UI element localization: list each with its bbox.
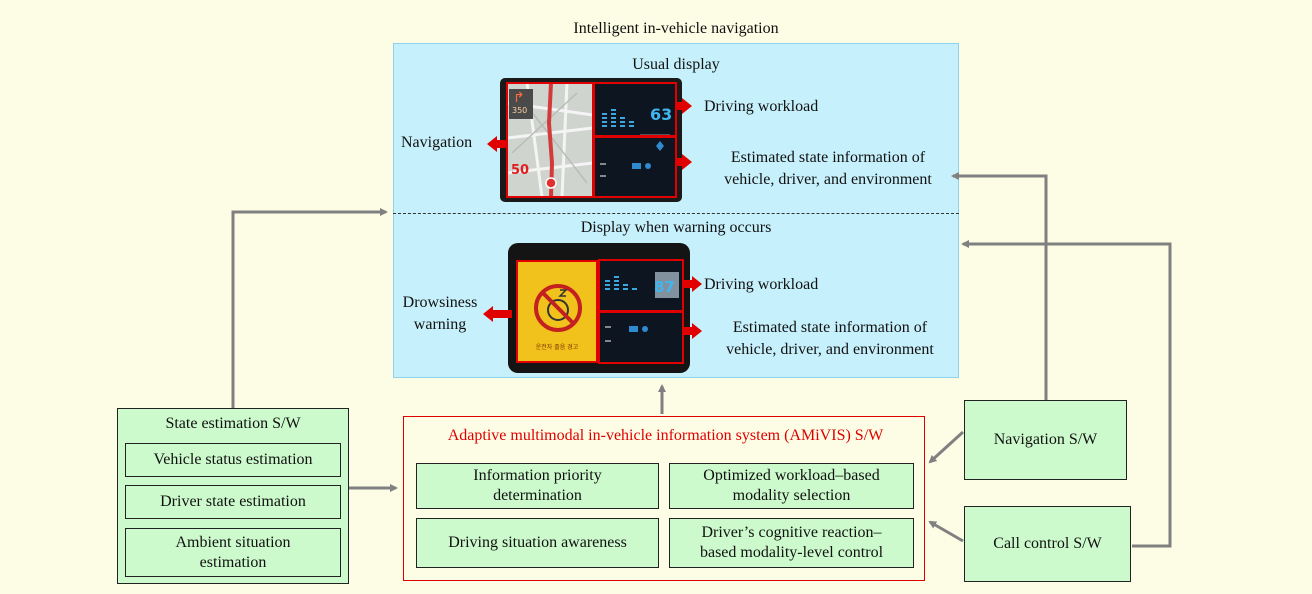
drowsiness-red-arrow <box>483 306 512 322</box>
state-to-display-arrow <box>231 208 388 408</box>
driver-state-estimation-label: Driver state estimation <box>160 493 306 510</box>
diagram-title: Intelligent in-vehicle navigation <box>573 20 779 37</box>
workload-modality-module: Optimized workload–based modality select… <box>669 463 914 509</box>
cognitive-reaction-line2: based modality-level control <box>699 544 884 561</box>
ambient-situation-estimation-box: Ambient situation estimation <box>125 528 341 577</box>
warning-state-red-arrow <box>684 323 702 339</box>
turn-distance: 350 <box>512 106 528 115</box>
no-sleeping-icon <box>534 284 582 332</box>
amivis-title: Adaptive multimodal in-vehicle informati… <box>447 427 884 444</box>
warning-workload-value: 87 <box>654 278 675 296</box>
info-priority-module: Information priority determination <box>416 463 659 509</box>
workload-value: 63 <box>650 105 673 124</box>
navigation-label: Navigation <box>401 134 473 151</box>
panel-divider <box>393 213 959 214</box>
usual-estimated-state-line1: Estimated state information of <box>730 149 926 166</box>
usual-display-heading: Usual display <box>632 56 720 73</box>
driving-situation-module: Driving situation awareness <box>416 518 659 568</box>
usual-workload-red-arrow <box>676 98 692 114</box>
navigation-sw-label: Navigation S/W <box>993 431 1098 448</box>
workload-bars <box>600 109 670 177</box>
usual-estimated-state-line2: vehicle, driver, and environment <box>724 171 932 188</box>
warning-display-screen: 운전자 졸음 경고 87 <box>508 243 690 373</box>
cognitive-reaction-module: Driver’s cognitive reaction– based modal… <box>669 518 914 568</box>
warning-workload-bars <box>605 272 679 342</box>
warning-screen-text: 운전자 졸음 경고 <box>535 344 579 351</box>
call-control-sw-label: Call control S/W <box>993 535 1102 552</box>
state-highlight-box <box>593 136 677 198</box>
turn-arrow-panel: ↱ 350 <box>509 89 533 119</box>
info-priority-line1: Information priority <box>473 467 602 484</box>
info-priority-line2: determination <box>493 487 582 504</box>
navigation-red-arrow <box>487 136 506 152</box>
callsw-to-display-arrow <box>961 240 1172 548</box>
navigation-sw-box: Navigation S/W <box>964 400 1127 480</box>
workload-modality-line2: modality selection <box>732 487 851 504</box>
ambient-situation-line2: estimation <box>199 553 267 571</box>
navsw-to-amivis-arrow <box>928 430 965 464</box>
driver-state-estimation-box: Driver state estimation <box>125 485 341 519</box>
map-view: ↱ 350 50 <box>507 83 593 197</box>
usual-state-red-arrow <box>676 154 692 170</box>
driving-situation-label: Driving situation awareness <box>448 534 627 551</box>
vehicle-status-estimation-box: Vehicle status estimation <box>125 443 341 477</box>
ambient-situation-line1: Ambient situation <box>175 533 291 551</box>
callsw-to-amivis-arrow <box>928 520 964 543</box>
warning-estimated-state-line2: vehicle, driver, and environment <box>726 341 934 358</box>
warning-driving-workload-label: Driving workload <box>704 276 819 293</box>
warning-workload-red-arrow <box>684 276 702 292</box>
cognitive-reaction-line1: Driver’s cognitive reaction– <box>701 524 882 541</box>
drowsiness-label-line1: Drowsiness <box>402 294 478 311</box>
status-panel: 63 <box>594 83 676 197</box>
usual-display-screen: ↱ 350 50 63 <box>500 78 682 202</box>
turn-right-icon: ↱ <box>513 90 525 106</box>
usual-driving-workload-label: Driving workload <box>704 98 819 115</box>
speed-limit-badge: 50 <box>511 163 530 178</box>
drowsiness-label-line2: warning <box>413 316 467 333</box>
navsw-to-display-arrow <box>951 172 1048 400</box>
warning-display-heading: Display when warning occurs <box>580 219 772 236</box>
state-estimation-title: State estimation S/W <box>165 415 301 432</box>
vehicle-status-estimation-label: Vehicle status estimation <box>153 451 313 468</box>
warning-estimated-state-line1: Estimated state information of <box>732 319 928 336</box>
warning-state-highlight-box <box>598 311 684 364</box>
drowsiness-warning-panel: 운전자 졸음 경고 <box>516 260 598 363</box>
workload-modality-line1: Optimized workload–based <box>703 467 880 484</box>
call-control-sw-box: Call control S/W <box>964 506 1131 582</box>
